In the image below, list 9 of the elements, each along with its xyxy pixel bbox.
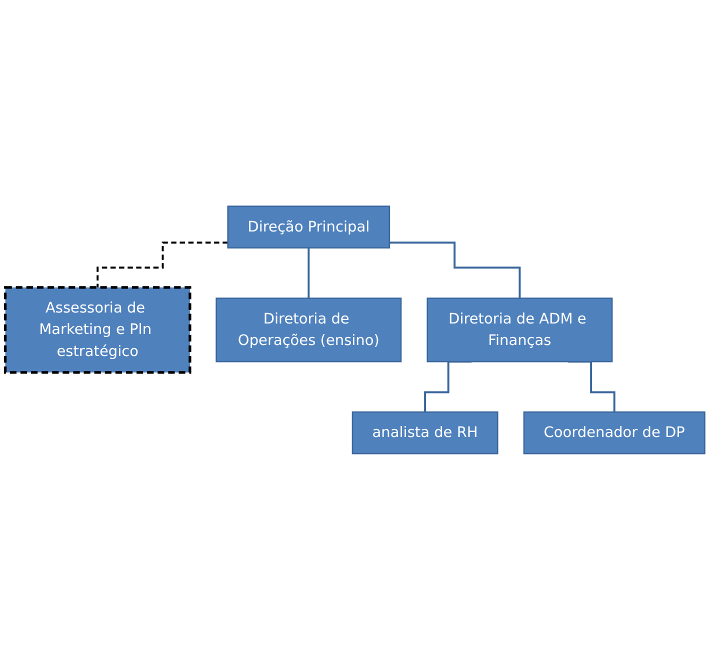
node-box: analista de RH xyxy=(352,410,498,454)
node-box: Direção Principal xyxy=(227,205,390,248)
node-box: Coordenador de DP xyxy=(523,410,706,454)
node-box: Diretoria de Operações (ensino) xyxy=(216,297,402,362)
connector xyxy=(389,241,521,299)
connector xyxy=(96,241,228,288)
node-box: Assessoria de Marketing e Pln estratégico xyxy=(4,286,192,374)
node-box: Diretoria de ADM e Finanças xyxy=(426,297,613,362)
connector xyxy=(308,246,310,299)
